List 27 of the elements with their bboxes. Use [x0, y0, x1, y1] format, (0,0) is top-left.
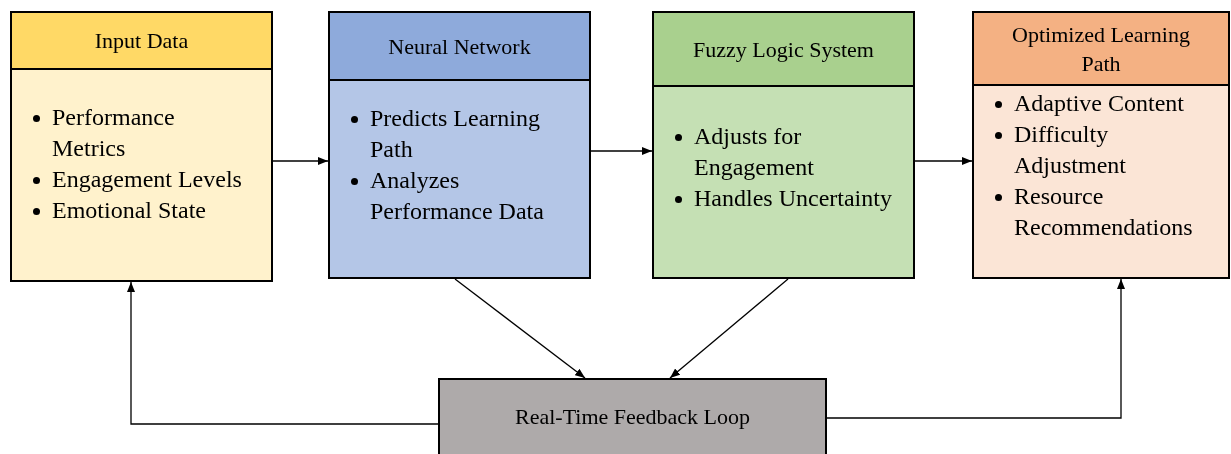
arrow: [590, 147, 653, 155]
bullet-item: Difficulty Adjustment: [1014, 120, 1127, 180]
process-box: [328, 11, 591, 279]
box-header: Neural Network: [330, 13, 589, 81]
arrow: [669, 278, 789, 379]
bullet-item: Emotional State: [52, 196, 206, 225]
arrow: [826, 278, 1125, 419]
bullet-item: Predicts Learning Path: [370, 104, 541, 164]
bullet-item: Engagement Levels: [52, 165, 242, 194]
bullet-item: Adjusts for Engagement: [694, 122, 815, 182]
bullet-item: Resource Recommendations: [1014, 182, 1194, 242]
box-header: Fuzzy Logic System: [654, 13, 913, 87]
bullet-item: Handles Uncertainty: [694, 184, 892, 213]
box-title: Real-Time Feedback Loop: [515, 404, 750, 430]
process-box: [10, 11, 273, 282]
process-box: [652, 11, 915, 279]
box-header: Input Data: [12, 13, 271, 70]
arrow: [914, 157, 973, 165]
bullet-item: Performance Metrics: [52, 103, 176, 163]
process-box: [438, 378, 827, 454]
bullet-item: Adaptive Content: [1014, 89, 1184, 118]
arrow: [272, 157, 329, 165]
box-header: Optimized Learning Path: [974, 13, 1228, 86]
arrow: [454, 278, 586, 379]
arrow: [127, 281, 439, 425]
bullet-item: Analyzes Performance Data: [370, 166, 545, 226]
process-box: [972, 11, 1230, 279]
